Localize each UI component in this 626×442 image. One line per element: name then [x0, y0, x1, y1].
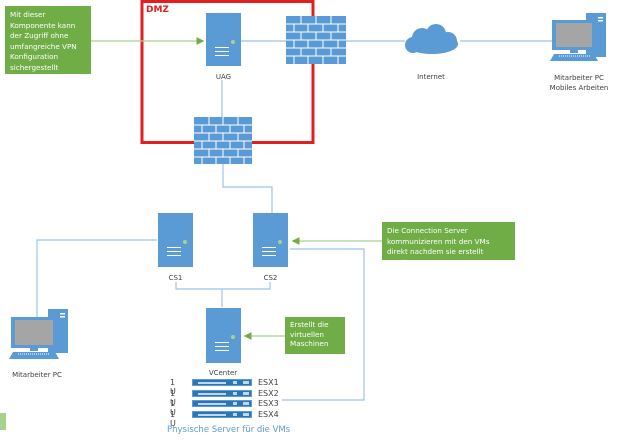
vcenter-note: Erstellt die virtuellen Maschinen [285, 317, 345, 354]
dmz-label: DMZ [146, 5, 169, 15]
office-pc-label: Mitarbeiter PC [12, 371, 62, 379]
vcenter-server-icon[interactable] [206, 308, 241, 363]
esx-caption: Physische Server für die VMs [167, 425, 291, 435]
link-cs2-esx [282, 248, 365, 401]
cs1-server-icon[interactable] [158, 213, 193, 267]
internet-cloud-icon[interactable] [402, 24, 462, 58]
mobile-pc-icon[interactable] [550, 13, 608, 63]
esx-name: ESX2 [258, 389, 279, 398]
esx-units: 1 U [170, 378, 176, 396]
esx-units: 1 U [170, 389, 176, 407]
esx-name: ESX1 [258, 378, 279, 387]
esx-name: ESX3 [258, 399, 279, 408]
esx-units: 1 U [170, 410, 176, 428]
firewall-icon[interactable] [286, 16, 346, 64]
rack-server-icon [192, 400, 252, 407]
rack-server-icon [192, 390, 252, 397]
cs2-server-icon[interactable] [253, 213, 288, 267]
office-pc-icon[interactable] [8, 309, 68, 361]
esx-name: ESX4 [258, 410, 279, 419]
esx-units: 1 U [170, 399, 176, 417]
firewall-internal-icon[interactable] [194, 117, 252, 164]
cs1-label: CS1 [168, 274, 183, 282]
uag-server-icon[interactable] [206, 13, 241, 66]
rack-server-icon [192, 411, 252, 418]
internet-label: Internet [417, 73, 445, 81]
link-cs-vcenter [175, 282, 271, 290]
rack-server-icon [192, 379, 252, 386]
green-marker [0, 413, 6, 430]
mobile-pc-label-line2: Mobiles Arbeiten [549, 84, 609, 92]
link-firewall2-cs2 [222, 163, 273, 213]
mobile-pc-label: Mitarbeiter PC Mobiles Arbeiten [546, 73, 612, 93]
cs2-label: CS2 [263, 274, 278, 282]
mobile-pc-label-line1: Mitarbeiter PC [554, 74, 604, 82]
link-cs1-officepc [36, 239, 157, 318]
vcenter-label: VCenter [208, 369, 238, 377]
uag-note: Mit dieser Komponente kann der Zugriff o… [5, 6, 91, 82]
uag-label: UAG [215, 73, 232, 81]
connection-server-note: Die Connection Server kommunizieren mit … [382, 222, 515, 267]
